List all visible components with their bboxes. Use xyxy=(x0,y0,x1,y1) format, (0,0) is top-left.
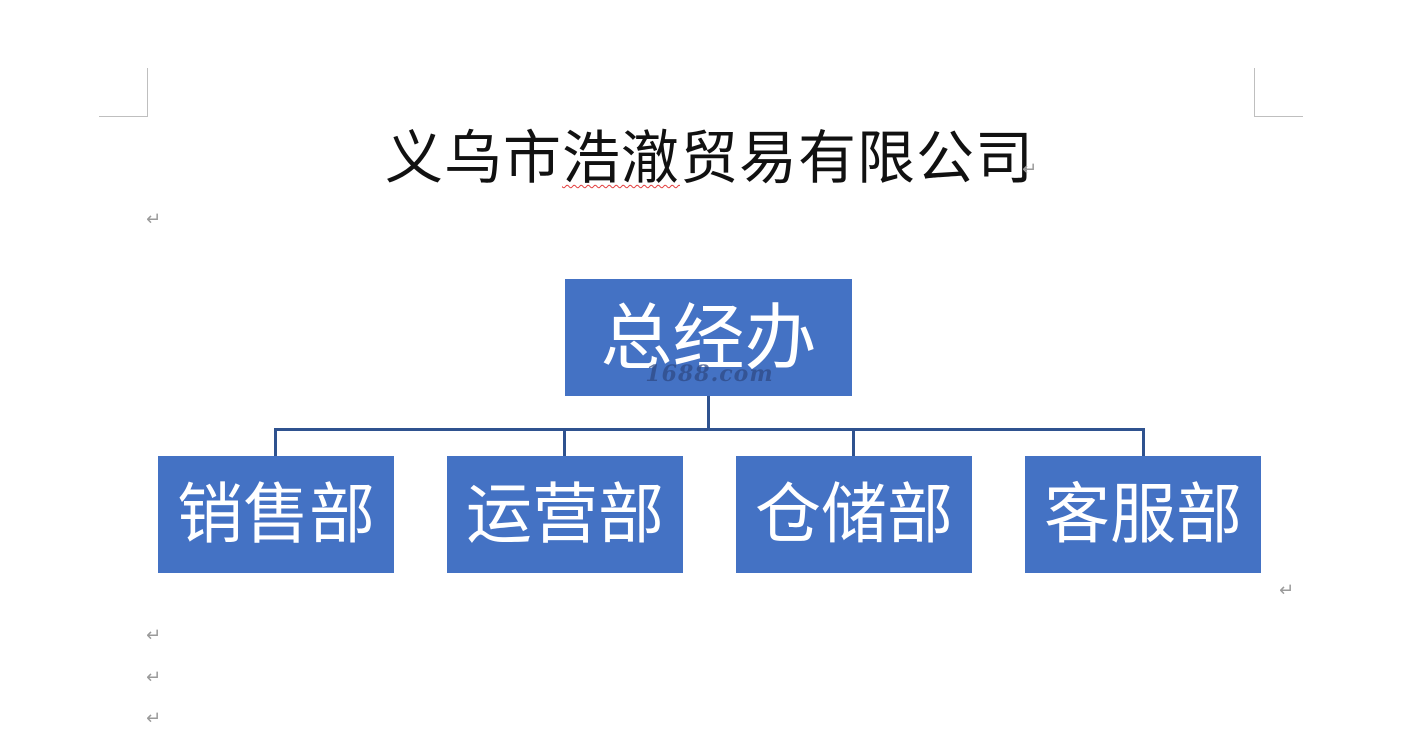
paragraph-mark-icon: ↵ xyxy=(146,667,162,688)
connector-horizontal xyxy=(274,428,1145,431)
title-part-1: 义乌市 xyxy=(384,124,562,192)
paragraph-mark-icon: ↵ xyxy=(1279,580,1295,601)
paragraph-mark-icon: ↵ xyxy=(146,209,162,230)
connector-branch xyxy=(852,428,855,456)
spellcheck-flagged-word[interactable]: 浩澈 xyxy=(561,124,680,192)
org-node-warehouse[interactable]: 仓储部 xyxy=(736,456,972,573)
paragraph-mark-icon: ↵ xyxy=(1022,159,1038,180)
connector-branch xyxy=(1142,428,1145,456)
paragraph-mark-icon: ↵ xyxy=(146,708,162,729)
paragraph-mark-icon: ↵ xyxy=(146,625,162,646)
org-node-customer-service[interactable]: 客服部 xyxy=(1025,456,1261,573)
org-node-label: 销售部 xyxy=(177,475,375,553)
company-title[interactable]: 义乌市浩澈贸易有限公司 xyxy=(0,122,1419,194)
top-left-margin-mark xyxy=(99,68,148,117)
connector-branch xyxy=(563,428,566,456)
org-node-label: 运营部 xyxy=(466,475,664,553)
org-node-sales[interactable]: 销售部 xyxy=(158,456,394,573)
org-node-general-office[interactable]: 总经办 xyxy=(565,279,852,396)
title-part-2: 贸易有限公司 xyxy=(680,124,1035,192)
connector-trunk xyxy=(707,396,710,430)
watermark: 1688.com xyxy=(645,361,774,387)
top-right-margin-mark xyxy=(1254,68,1303,117)
org-node-label: 总经办 xyxy=(600,295,817,380)
org-node-operations[interactable]: 运营部 xyxy=(447,456,683,573)
org-node-label: 客服部 xyxy=(1044,475,1242,553)
connector-branch xyxy=(274,428,277,456)
org-node-label: 仓储部 xyxy=(755,475,953,553)
